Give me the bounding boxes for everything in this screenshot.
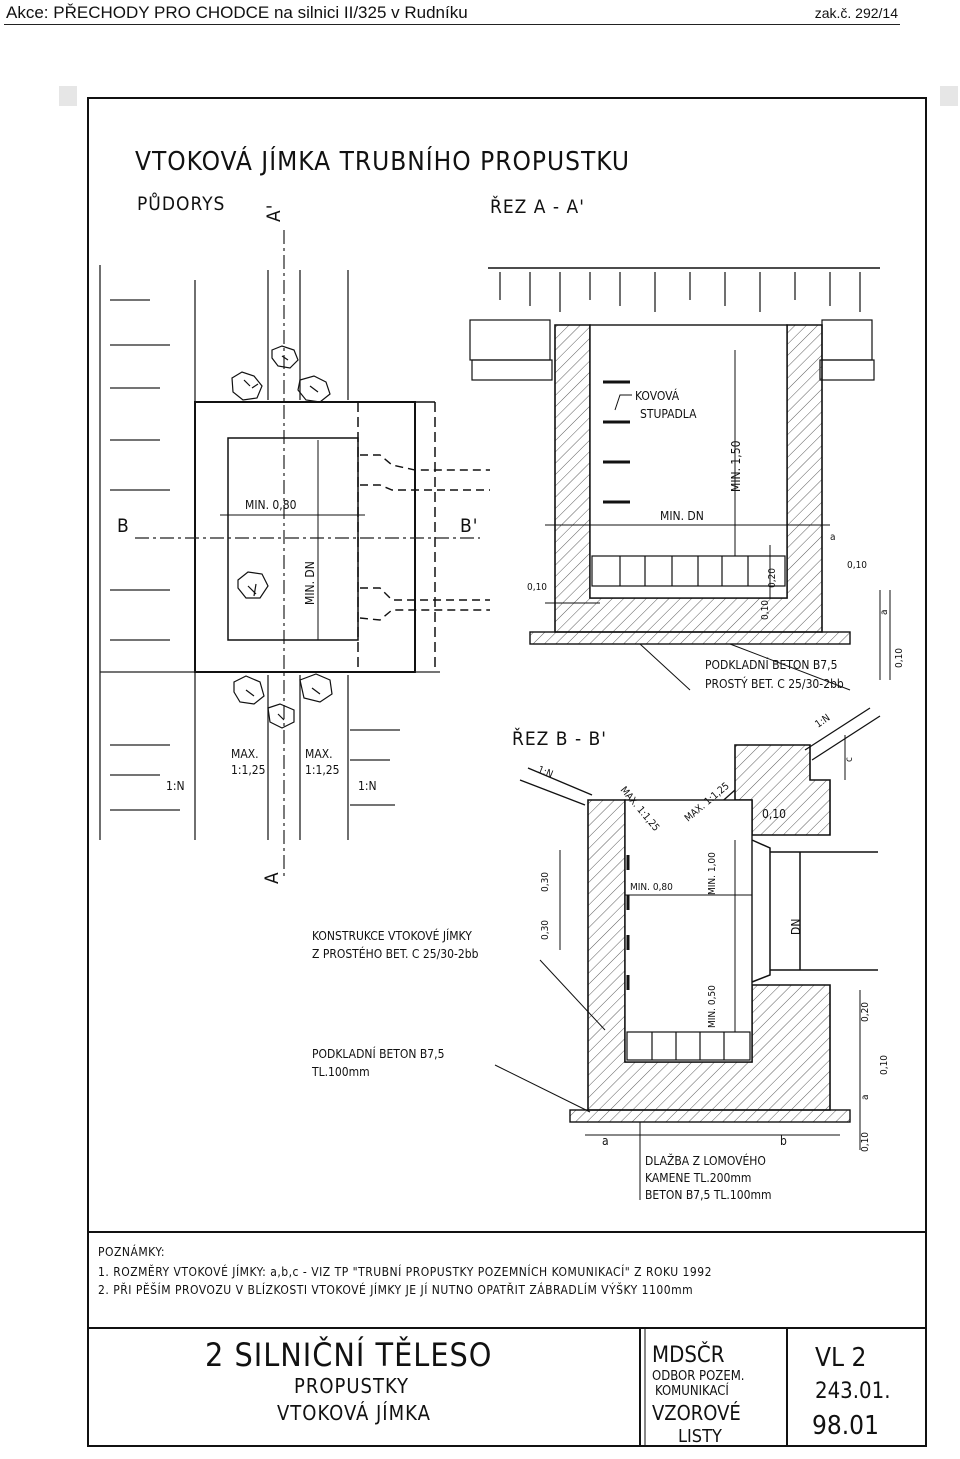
section-bb-label: ŘEZ B - B' bbox=[512, 727, 607, 750]
bb-min050: MIN. 0,50 bbox=[707, 985, 718, 1028]
bb-d020: 0,20 bbox=[860, 1002, 871, 1022]
tb-vl: VL 2 bbox=[815, 1343, 866, 1373]
konstrukce-1: KONSTRUKCE VTOKOVÉ JÍMKY bbox=[312, 928, 472, 943]
konstrukce-2: Z PROSTÉHO BET. C 25/30-2bb bbox=[312, 946, 479, 961]
plan-b-left: B bbox=[117, 515, 130, 537]
dlazba-3: BETON B7,5 TL.100mm bbox=[645, 1188, 771, 1202]
note-2: 2. PŘI PĚŠÍM PROVOZU V BLÍZKOSTI VTOKOVÉ… bbox=[98, 1282, 693, 1297]
tb-org-4: VZOROVÉ bbox=[652, 1401, 741, 1425]
bb-a: a bbox=[860, 1094, 871, 1100]
section-bb: ŘEZ B - B' bbox=[494, 707, 890, 1200]
bb-d010c: 0,10 bbox=[860, 1132, 871, 1152]
aa-d010b: 0,10 bbox=[760, 600, 771, 620]
tb-date: 98.01 bbox=[812, 1411, 879, 1441]
plan-max-left-1: MAX. bbox=[231, 747, 259, 761]
plan-slope-left: 1:N bbox=[166, 779, 185, 793]
podkladni-1: PODKLADNÍ BETON B7,5 bbox=[312, 1046, 444, 1061]
bb-d030b: 0,30 bbox=[540, 920, 551, 940]
bb-slope1: 1:N bbox=[536, 765, 554, 781]
bb-slope2: 1:N bbox=[813, 713, 832, 731]
tb-org-3: KOMUNIKACÍ bbox=[655, 1383, 729, 1399]
section-aa: KOVOVÁ STUPADLA MIN. 1,50 MIN. DN 0,10 0… bbox=[469, 267, 905, 691]
tb-line1: 2 SILNIČNÍ TĚLESO bbox=[205, 1335, 492, 1374]
aa-d020: 0,20 bbox=[767, 568, 778, 588]
note-1: 1. ROZMĚRY VTOKOVÉ JÍMKY: a,b,c - VIZ TP… bbox=[98, 1264, 712, 1279]
tb-code: 243.01. bbox=[815, 1379, 891, 1404]
tb-line2: PROPUSTKY bbox=[294, 1374, 409, 1398]
aa-d010a: 0,10 bbox=[527, 582, 547, 593]
plan-max-right-1: MAX. bbox=[305, 747, 333, 761]
bb-c: c bbox=[844, 757, 855, 762]
header-rule bbox=[4, 24, 900, 25]
plan-b-right: B' bbox=[460, 515, 478, 537]
tb-org-2: ODBOR POZEM. bbox=[652, 1369, 745, 1384]
dlazba-1: DLAŽBA Z LOMOVÉHO bbox=[645, 1153, 766, 1168]
plan-a-bottom: A bbox=[261, 871, 283, 884]
aa-d010c: 0,10 bbox=[847, 560, 867, 571]
tb-org-1: MDSČR bbox=[652, 1342, 725, 1368]
aa-kovova-1: KOVOVÁ bbox=[635, 388, 680, 403]
aa-a2: a bbox=[879, 609, 890, 615]
plan-max-left-2: 1:1,25 bbox=[231, 763, 266, 777]
project-title: Akce: PŘECHODY PRO CHODCE na silnici II/… bbox=[6, 3, 468, 22]
bb-min100: MIN. 1,00 bbox=[707, 852, 718, 895]
page-header: Akce: PŘECHODY PRO CHODCE na silnici II/… bbox=[0, 0, 960, 26]
plan-view: A' A B B' MIN. 0,80 MIN. DN MAX. 1:1,25 … bbox=[99, 204, 490, 884]
notes-heading: POZNÁMKY: bbox=[98, 1244, 165, 1259]
plan-label: PŮDORYS bbox=[137, 191, 225, 215]
tb-org-5: LISTY bbox=[678, 1426, 722, 1447]
dlazba-2: KAMENE TL.200mm bbox=[645, 1171, 751, 1185]
bb-min080: MIN. 0,80 bbox=[630, 882, 673, 893]
plan-mindn: MIN. DN bbox=[303, 561, 317, 605]
bb-d010b: 0,10 bbox=[879, 1055, 890, 1075]
aa-prosty: PROSTÝ BET. C 25/30-2bb bbox=[705, 676, 844, 691]
drawing-title: VTOKOVÁ JÍMKA TRUBNÍHO PROPUSTKU bbox=[135, 145, 630, 177]
plan-max-right-2: 1:1,25 bbox=[305, 763, 340, 777]
section-aa-label: ŘEZ A - A' bbox=[490, 195, 585, 218]
tb-line3: VTOKOVÁ JÍMKA bbox=[277, 1401, 431, 1425]
aa-podkladni: PODKLADNÍ BETON B7,5 bbox=[705, 657, 837, 672]
bb-d010: 0,10 bbox=[762, 807, 786, 821]
podkladni-2: TL.100mm bbox=[311, 1065, 370, 1079]
bb-a-bottom: a bbox=[602, 1134, 609, 1148]
aa-mindn: MIN. DN bbox=[660, 509, 704, 523]
plan-min080: MIN. 0,80 bbox=[245, 498, 297, 512]
aa-d010e: 0,10 bbox=[894, 648, 905, 668]
document-number: zak.č. 292/14 bbox=[814, 5, 898, 21]
aa-kovova-2: STUPADLA bbox=[640, 407, 697, 421]
sheet-frame bbox=[87, 97, 927, 1447]
bb-dn: DN bbox=[789, 919, 803, 935]
plan-a-top: A' bbox=[263, 204, 285, 222]
aa-a: a bbox=[830, 532, 836, 543]
bb-b-bottom: b bbox=[780, 1134, 787, 1148]
plan-slope-right: 1:N bbox=[358, 779, 377, 793]
aa-min150: MIN. 1,50 bbox=[729, 440, 743, 492]
bb-d030a: 0,30 bbox=[540, 872, 551, 892]
